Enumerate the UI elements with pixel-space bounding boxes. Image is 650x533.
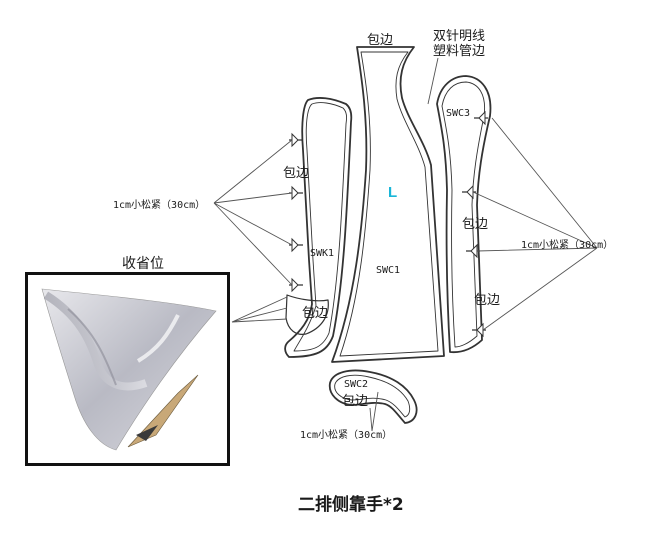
piece-swc3-label: SWC3 <box>446 108 471 119</box>
piece-swk1-flap <box>285 294 329 335</box>
piece-swk1-label: SWK1 <box>310 248 335 259</box>
piece-swc1-outline <box>331 46 445 363</box>
piece-swc3-outline <box>436 75 492 354</box>
piece-swc2-outline <box>328 369 418 424</box>
label-binding-swc3-a: 包边 <box>462 217 489 232</box>
piece-swk1-outline <box>284 97 353 358</box>
label-ease-right: 1cm小松紧（30cm） <box>521 240 614 251</box>
piece-swk1-inner <box>293 102 347 352</box>
label-dart-position: 收省位 <box>122 256 164 272</box>
label-binding-swk1-low: 包边 <box>302 306 329 321</box>
label-binding-swc2: 包边 <box>342 394 369 409</box>
label-ease-left: 1cm小松紧（30cm） <box>113 200 206 211</box>
piece-swc1-inner <box>339 51 439 357</box>
label-double-needle: 双针明线 塑料管边 <box>433 29 485 59</box>
piece-swc2-label: SWC2 <box>344 379 369 390</box>
piece-swc1-label: SWC1 <box>376 265 401 276</box>
leather-dart-illustration <box>41 288 217 451</box>
orientation-marker: L <box>388 184 398 201</box>
piece-swc2-inner <box>334 374 411 418</box>
dart-photo <box>25 272 230 466</box>
label-double-needle-line2: 塑料管边 <box>433 44 486 59</box>
label-double-needle-line1: 双针明线 <box>433 29 486 44</box>
label-binding-swc3-b: 包边 <box>474 293 501 308</box>
label-binding-top: 包边 <box>367 33 394 48</box>
piece-swc3-inner <box>441 81 486 348</box>
figure-caption: 二排侧靠手*2 <box>298 495 404 515</box>
label-ease-bottom: 1cm小松紧（30cm） <box>300 430 393 441</box>
label-binding-swk1: 包边 <box>283 166 310 181</box>
